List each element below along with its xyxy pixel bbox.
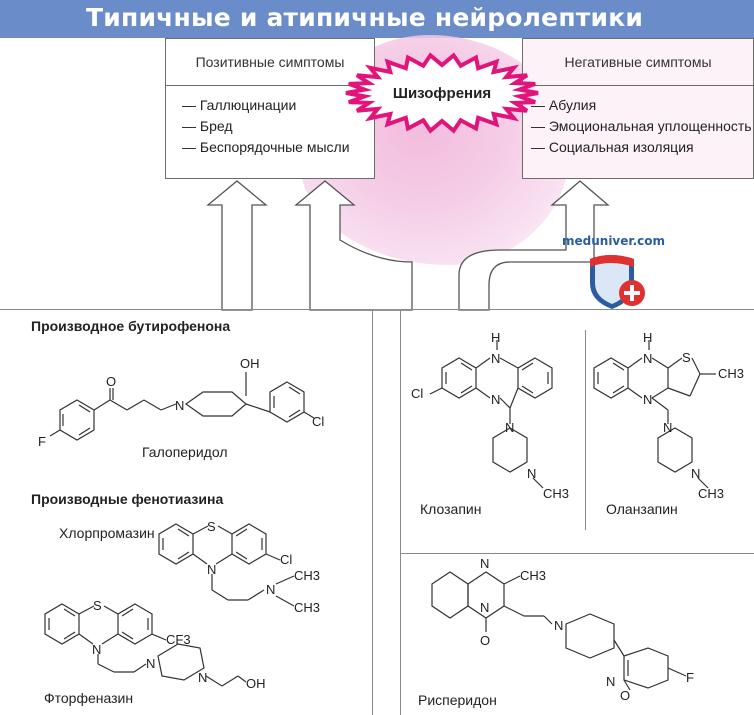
watermark-text: meduniver.com	[562, 234, 666, 248]
olanzapine-ch3-b: CH3	[698, 486, 724, 501]
chlorpromazine-label: Хлорпромазин	[59, 525, 155, 541]
clozapine-label: Клозапин	[420, 501, 482, 517]
clozapine-n4: N	[527, 466, 536, 481]
olanzapine-s: S	[682, 350, 691, 365]
risperidone-n: N	[480, 556, 489, 571]
risperidone-f: F	[686, 670, 694, 685]
shield-icon	[590, 255, 645, 309]
clozapine-ch3: CH3	[543, 486, 569, 501]
olanzapine-n: N	[643, 351, 652, 366]
phenothiazine-heading: Производные фенотиазина	[31, 491, 224, 507]
negative-symptoms-box: Негативные симптомы Абулия Эмоциональная…	[522, 38, 754, 179]
olanzapine-n4: N	[691, 466, 700, 481]
positive-symptoms-heading: Позитивные симптомы	[166, 39, 374, 86]
olanzapine-label: Оланзапин	[606, 501, 678, 517]
haloperidol-n: N	[175, 398, 184, 413]
divider-right-middle	[401, 553, 754, 554]
title-bar: Типичные и атипичные нейролептики	[0, 0, 754, 38]
starburst-shape	[345, 52, 539, 134]
fluphenazine-label: Фторфеназин	[44, 690, 134, 706]
chlorpromazine-structure	[158, 523, 295, 607]
risperidone-o2: O	[620, 688, 630, 703]
chlorpromazine-ch3-b: CH3	[294, 600, 320, 615]
negative-symptom-item: Социальная изоляция	[531, 137, 752, 158]
positive-symptoms-list: Галлюцинации Бред Беспорядочные мысли	[182, 95, 350, 158]
schizophrenia-starburst: Шизофрения	[342, 52, 542, 134]
fluphenazine-n3: N	[198, 670, 207, 685]
clozapine-n2: N	[491, 392, 500, 407]
positive-symptom-item: Галлюцинации	[182, 95, 350, 116]
fluphenazine-n: N	[92, 642, 101, 657]
risperidone-n2: N	[480, 600, 489, 615]
risperidone-label: Рисперидон	[418, 692, 497, 708]
negative-symptom-item: Эмоциональная уплощенность	[531, 116, 752, 137]
risperidone-structure	[431, 571, 687, 691]
negative-symptoms-heading: Негативные симптомы	[523, 39, 753, 86]
clozapine-structure	[429, 340, 553, 489]
fluphenazine-oh: OH	[246, 676, 266, 691]
fluphenazine-s: S	[93, 598, 102, 613]
negative-symptom-item: Абулия	[531, 95, 752, 116]
atom-labels: O OH N F Cl S N Cl N CH3 CH3 S N CF3 N N…	[38, 330, 744, 703]
schizophrenia-label: Шизофрения	[392, 84, 492, 102]
negative-symptoms-list: Абулия Эмоциональная уплощенность Социал…	[531, 95, 752, 158]
risperidone-o: O	[480, 633, 490, 648]
risperidone-n3: N	[554, 618, 563, 633]
risperidone-ch3: CH3	[520, 568, 546, 583]
clozapine-n: N	[491, 351, 500, 366]
risperidone-n4: N	[606, 674, 615, 689]
arrow-to-positive-right	[294, 180, 413, 311]
haloperidol-cl: Cl	[312, 414, 324, 429]
haloperidol-o: O	[106, 374, 116, 389]
divider-right-top	[400, 309, 754, 310]
olanzapine-ch3: CH3	[718, 366, 744, 381]
chlorpromazine-s: S	[207, 519, 216, 534]
olanzapine-structure	[593, 340, 716, 489]
chlorpromazine-cl: Cl	[280, 552, 292, 567]
haloperidol-oh: OH	[240, 356, 260, 371]
chlorpromazine-n2: N	[266, 582, 275, 597]
butyrophenone-heading: Производное бутирофенона	[31, 318, 231, 334]
chlorpromazine-n: N	[207, 562, 216, 577]
olanzapine-n3: N	[663, 420, 672, 435]
divider-left-vertical	[372, 309, 373, 715]
divider-left-top	[0, 309, 373, 310]
clozapine-n3: N	[505, 420, 514, 435]
positive-symptom-item: Беспорядочные мысли	[182, 137, 350, 158]
haloperidol-label: Галоперидол	[142, 444, 228, 460]
clozapine-cl: Cl	[411, 386, 423, 401]
fluphenazine-cf3: CF3	[166, 632, 191, 647]
haloperidol-structure	[49, 372, 315, 441]
olanzapine-h: H	[643, 330, 652, 345]
clozapine-h: H	[491, 330, 500, 345]
fluphenazine-n2: N	[146, 656, 155, 671]
chlorpromazine-ch3-a: CH3	[294, 568, 320, 583]
divider-clozapine-olanzapine	[585, 330, 586, 530]
haloperidol-f: F	[38, 434, 46, 449]
positive-symptom-item: Бред	[182, 116, 350, 137]
page-title: Типичные и атипичные нейролептики	[86, 3, 644, 32]
arrow-to-negative	[458, 180, 610, 311]
divider-right-vertical	[400, 309, 401, 715]
fluphenazine-structure	[44, 603, 247, 687]
arrow-to-positive-left	[206, 180, 268, 311]
olanzapine-n2: N	[643, 392, 652, 407]
